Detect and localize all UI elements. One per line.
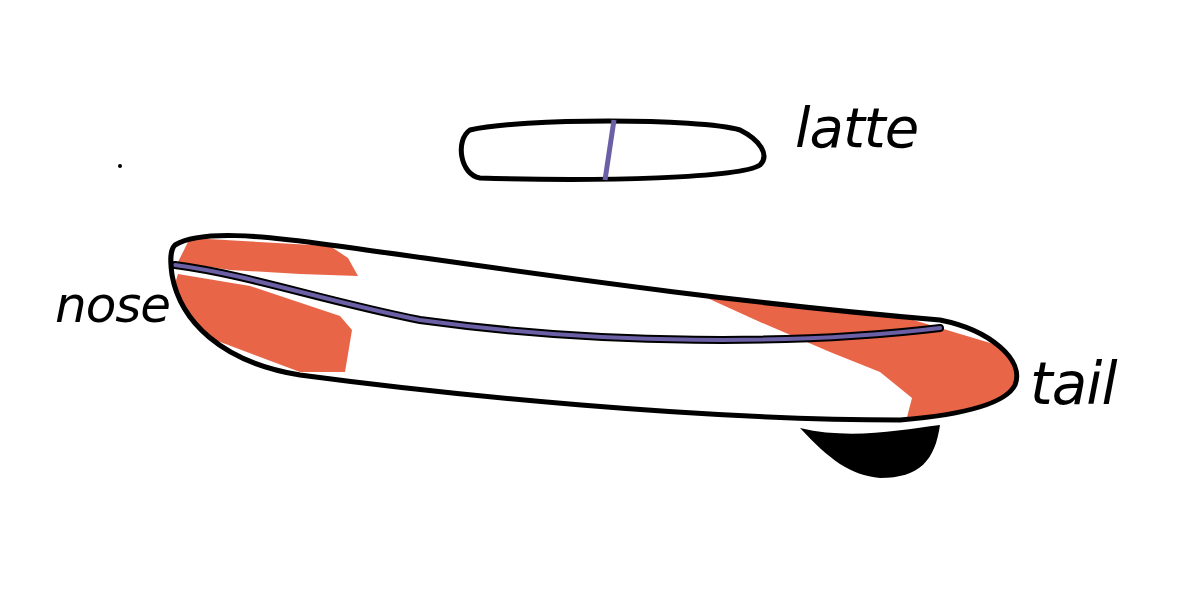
latte-section <box>461 121 764 179</box>
part-label: latte <box>795 100 918 156</box>
tail-paint <box>705 297 1030 430</box>
fin-shadow <box>800 425 940 478</box>
stray-dot <box>118 164 122 168</box>
board-outline <box>171 236 1017 420</box>
part-label: nose <box>55 280 170 330</box>
part-label: tail <box>1030 355 1117 413</box>
latte-stringer <box>605 120 614 180</box>
